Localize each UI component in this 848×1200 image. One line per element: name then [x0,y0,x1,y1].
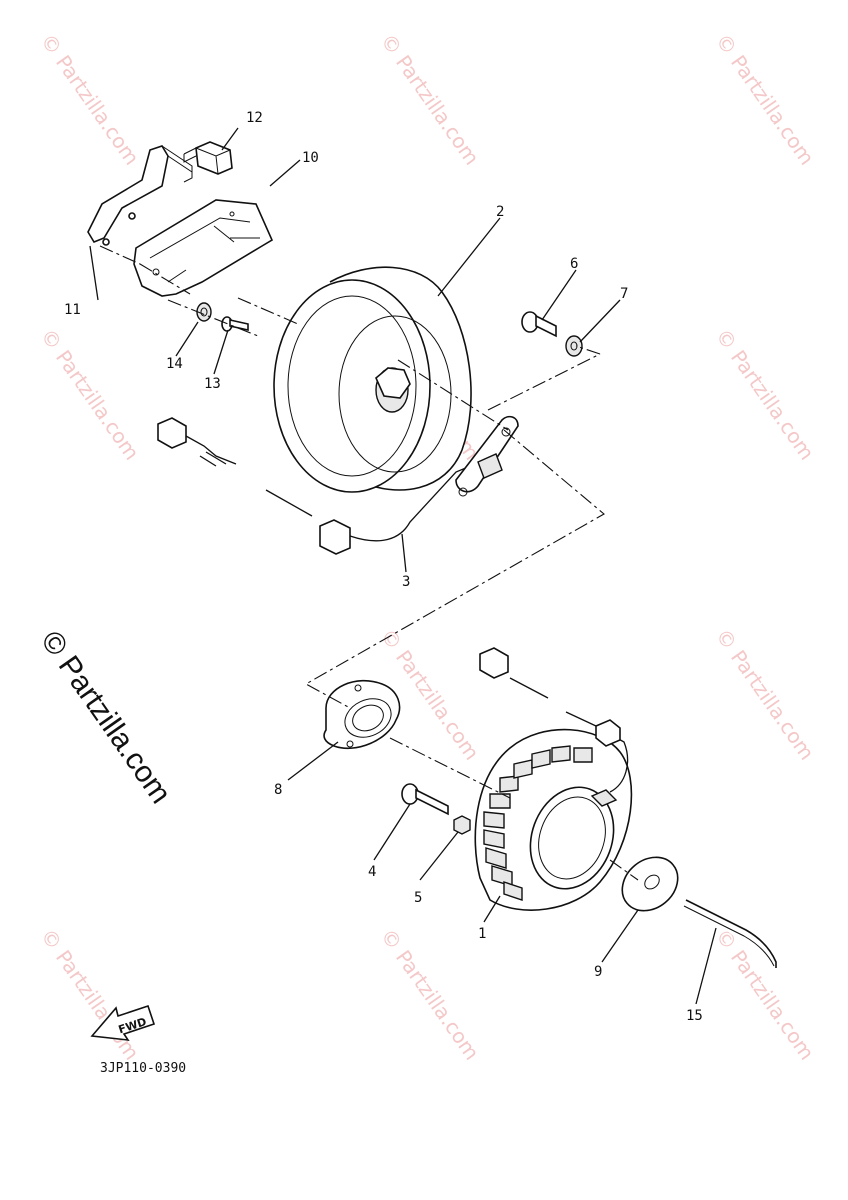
diagram-code: 3JP110-0390 [100,1061,186,1076]
callout-1: 1 [478,926,486,942]
assembly-lines [99,245,639,881]
callout-10: 10 [302,150,319,166]
callout-14: 14 [166,356,183,372]
watermark-text: © Partzilla.com [711,324,819,464]
callout-2: 2 [496,204,504,220]
watermark-text: © Partzilla.com [711,624,819,764]
callout-7: 7 [620,286,628,302]
part-3-pickup-coil [157,415,519,555]
watermark-text: © Partzilla.com [711,29,819,169]
callout-3: 3 [402,574,410,590]
part-15-clip [683,899,777,968]
callout-4: 4 [368,864,376,880]
watermark-text: © Partzilla.com [376,29,484,169]
leader-lines [89,127,717,1005]
part-2-rotor [273,266,472,493]
fwd-arrow: FWD [90,1004,156,1041]
part-10-cover [133,199,274,297]
part-5-nut [453,815,471,835]
watermark-main-text: © Partzilla.com [34,625,177,810]
watermark-text: © Partzilla.com [36,29,144,169]
callout-11: 11 [64,302,81,318]
watermark-text: © Partzilla.com [36,924,144,1064]
part-4-bolt [401,783,449,816]
part-9-washer [621,856,679,912]
watermark-text: © Partzilla.com [36,324,144,464]
part-1-stator [474,647,633,911]
callout-15: 15 [686,1008,703,1024]
callouts: 12 10 2 6 7 11 14 13 3 8 4 5 1 9 15 [64,110,703,1024]
part-8-housing [323,679,401,750]
part-6-bolt [521,311,557,338]
part-12-cap [183,141,233,175]
part-7-washer [565,335,583,357]
callout-12: 12 [246,110,263,126]
callout-6: 6 [570,256,578,272]
callout-13: 13 [204,376,221,392]
callout-9: 9 [594,964,602,980]
callout-8: 8 [274,782,282,798]
watermark-text: © Partzilla.com [376,924,484,1064]
part-11-bracket [87,145,193,246]
part-13-screw [221,316,249,332]
callout-5: 5 [414,890,422,906]
